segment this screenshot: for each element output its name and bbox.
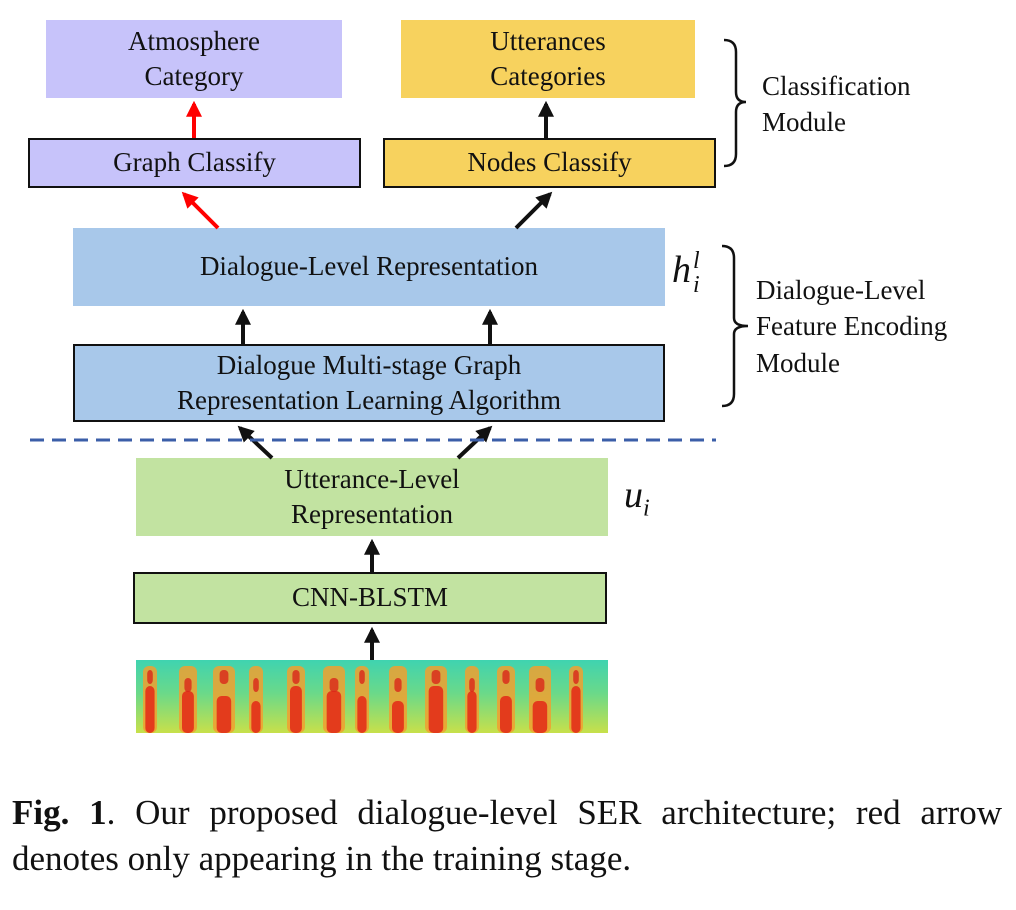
cnn-blstm-label: CNN-BLSTM <box>291 582 448 613</box>
red-arrow-representation-to-graph-classify <box>181 191 220 230</box>
h-superscript: l <box>693 248 700 275</box>
utterances-categories-box: Utterances Categories <box>401 20 695 98</box>
arrow-utterance-to-algorithm-left <box>237 425 274 460</box>
feature-encoding-bracket <box>721 244 749 408</box>
classification-module-label: Classification Module <box>762 71 911 138</box>
u-base: u <box>624 474 643 516</box>
figure-caption: Fig. 1. Our proposed dialogue-level SER … <box>12 790 1002 882</box>
u-subscript: i <box>643 495 650 522</box>
dialogue-level-representation-box: Dialogue-Level Representation <box>73 228 665 306</box>
arrow-representation-to-nodes-classify <box>514 191 553 230</box>
graph-classify-box: Graph Classify <box>28 138 361 188</box>
u-symbol: ui <box>624 473 650 523</box>
arrow-utterance-to-algorithm-right <box>456 425 493 460</box>
h-subscript: i <box>693 272 700 299</box>
figure-caption-text: . Our proposed dialogue-level SER archit… <box>12 793 1002 879</box>
feature-encoding-module-label: Dialogue-Level Feature Encoding Module <box>756 275 948 378</box>
classification-bracket <box>723 38 747 168</box>
atmosphere-category-label: Atmosphere Category <box>128 25 260 91</box>
spectrogram-image <box>136 660 608 733</box>
atmosphere-category-box: Atmosphere Category <box>46 20 342 98</box>
dialogue-level-representation-label: Dialogue-Level Representation <box>199 251 539 282</box>
utterance-level-representation-label: Utterance-Level Representation <box>284 463 460 529</box>
h-base: h <box>672 249 691 291</box>
graph-classify-label: Graph Classify <box>113 147 276 178</box>
graph-algorithm-label: Dialogue Multi-stage Graph Representatio… <box>177 349 561 415</box>
figure-caption-label: Fig. 1 <box>12 793 107 832</box>
nodes-classify-box: Nodes Classify <box>383 138 716 188</box>
graph-algorithm-box: Dialogue Multi-stage Graph Representatio… <box>73 344 665 422</box>
utterance-level-representation-box: Utterance-Level Representation <box>136 458 608 536</box>
cnn-blstm-box: CNN-BLSTM <box>133 572 607 624</box>
utterances-categories-label: Utterances Categories <box>490 25 606 91</box>
nodes-classify-label: Nodes Classify <box>467 147 632 178</box>
